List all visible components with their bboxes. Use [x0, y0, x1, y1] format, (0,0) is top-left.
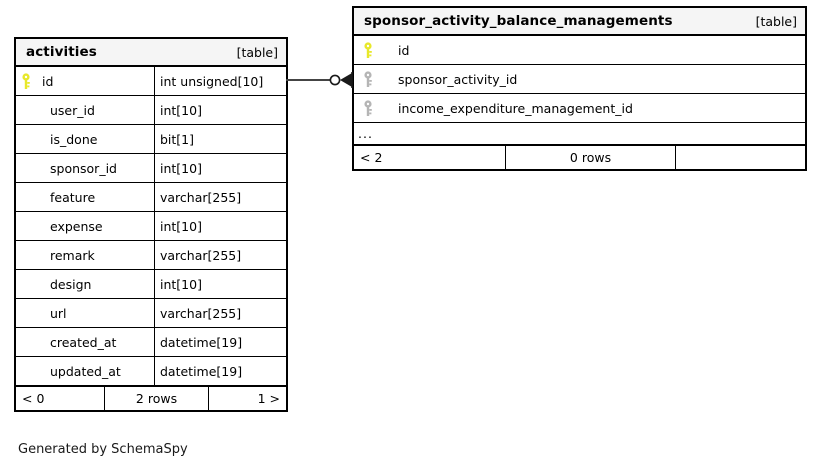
column-name: sponsor_activity_id	[398, 71, 518, 87]
row-count-label: 0 rows	[506, 146, 676, 169]
next-page-button[interactable]	[676, 146, 805, 169]
column-name-cell: feature	[16, 183, 155, 211]
table-row[interactable]: id int unsigned[10]	[16, 67, 286, 96]
table-row[interactable]: sponsor_activity_id	[354, 65, 805, 94]
column-name: feature	[50, 189, 96, 205]
generated-by-caption: Generated by SchemaSpy	[18, 442, 188, 457]
column-name: expense	[50, 218, 103, 234]
table-row[interactable]: expense int[10]	[16, 212, 286, 241]
row-count-label: 2 rows	[105, 387, 209, 410]
column-name: design	[50, 276, 92, 292]
column-name: id	[398, 42, 410, 58]
table-row[interactable]: remark varchar[255]	[16, 241, 286, 270]
table-header-sponsor-activity-balance-managements[interactable]: sponsor_activity_balance_managements [ta…	[354, 8, 805, 36]
column-name-cell: expense	[16, 212, 155, 240]
table-row[interactable]: design int[10]	[16, 270, 286, 299]
column-type: datetime[19]	[160, 363, 243, 379]
foreign-key-icon	[354, 70, 384, 88]
column-type: varchar[255]	[160, 305, 242, 321]
next-page-button[interactable]: 1 >	[257, 391, 280, 406]
column-name-cell: income_expenditure_management_id	[354, 94, 805, 122]
table-footer-sponsor-activity-balance-managements: < 2 0 rows	[354, 145, 805, 169]
er-table-activities[interactable]: activities [table] id int unsigned[10]	[14, 37, 288, 412]
column-type: int unsigned[10]	[160, 73, 264, 89]
column-name-cell: sponsor_activity_id	[354, 65, 805, 93]
table-row[interactable]: created_at datetime[19]	[16, 328, 286, 357]
column-name: url	[50, 305, 67, 321]
more-columns-indicator: ...	[354, 123, 805, 145]
table-row[interactable]: user_id int[10]	[16, 96, 286, 125]
column-name-cell: updated_at	[16, 357, 155, 385]
table-row[interactable]: feature varchar[255]	[16, 183, 286, 212]
column-name-cell: remark	[16, 241, 155, 269]
primary-key-icon	[16, 72, 38, 90]
table-type-tag: [table]	[236, 44, 278, 60]
column-type: int[10]	[160, 218, 202, 234]
column-name: remark	[50, 247, 95, 263]
column-name: id	[42, 73, 54, 89]
column-name-cell: id	[354, 36, 805, 64]
table-row[interactable]: id	[354, 36, 805, 65]
column-type: varchar[255]	[160, 247, 242, 263]
column-name-cell: design	[16, 270, 155, 298]
column-type: int[10]	[160, 160, 202, 176]
table-row[interactable]: updated_at datetime[19]	[16, 357, 286, 386]
column-name: user_id	[50, 102, 95, 118]
column-type: varchar[255]	[160, 189, 242, 205]
table-footer-activities: < 0 2 rows 1 >	[16, 386, 286, 410]
table-header-activities[interactable]: activities [table]	[16, 39, 286, 67]
column-type: datetime[19]	[160, 334, 243, 350]
column-name-cell: id	[16, 67, 155, 95]
table-title: sponsor_activity_balance_managements	[364, 13, 673, 29]
column-name: is_done	[50, 131, 98, 147]
column-type: bit[1]	[160, 131, 195, 147]
column-name-cell: user_id	[16, 96, 155, 124]
table-row[interactable]: is_done bit[1]	[16, 125, 286, 154]
column-type: int[10]	[160, 102, 202, 118]
column-name-cell: sponsor_id	[16, 154, 155, 182]
column-name: income_expenditure_management_id	[398, 100, 633, 116]
prev-page-button[interactable]: < 0	[16, 387, 105, 410]
table-row[interactable]: sponsor_id int[10]	[16, 154, 286, 183]
prev-page-button[interactable]: < 2	[354, 146, 506, 169]
column-name-cell: created_at	[16, 328, 155, 356]
column-name: updated_at	[50, 363, 121, 379]
table-type-tag: [table]	[755, 13, 797, 29]
column-name: sponsor_id	[50, 160, 117, 176]
column-name: created_at	[50, 334, 117, 350]
column-name-cell: url	[16, 299, 155, 327]
foreign-key-icon	[354, 99, 384, 117]
table-row[interactable]: income_expenditure_management_id	[354, 94, 805, 123]
table-title: activities	[26, 44, 97, 60]
er-table-sponsor-activity-balance-managements[interactable]: sponsor_activity_balance_managements [ta…	[352, 6, 807, 171]
primary-key-icon	[354, 41, 384, 59]
table-row[interactable]: url varchar[255]	[16, 299, 286, 328]
column-name-cell: is_done	[16, 125, 155, 153]
column-type: int[10]	[160, 276, 202, 292]
relationship-connector-activities-to-sponsor-activity-balance-managements[interactable]	[286, 68, 354, 92]
